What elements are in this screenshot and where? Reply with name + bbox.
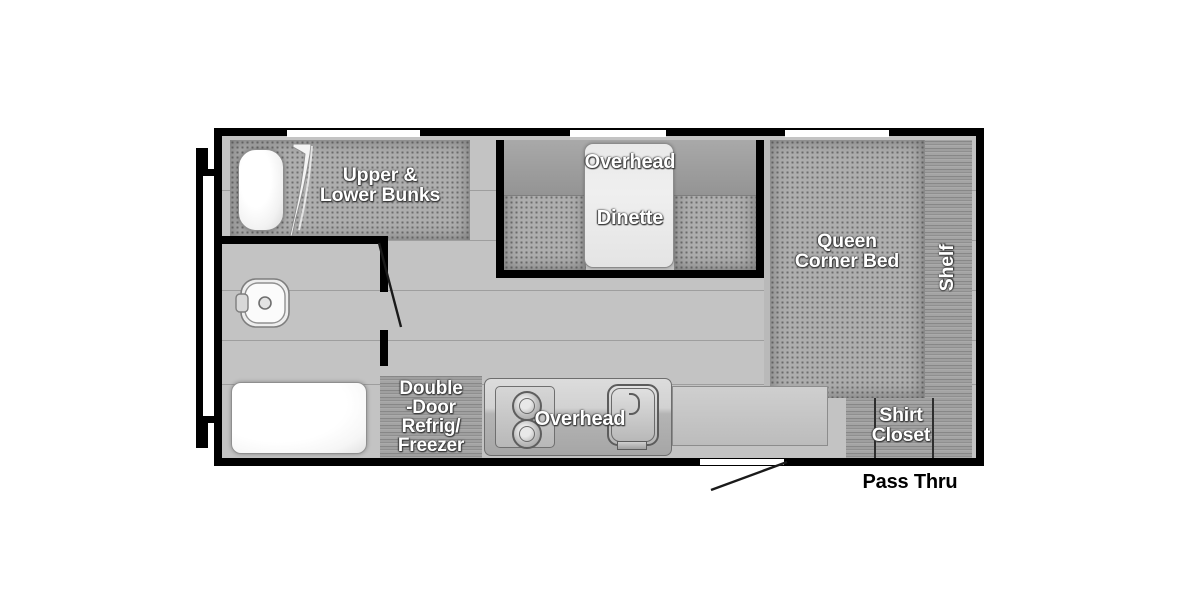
closet-divider bbox=[932, 398, 934, 458]
left-wall-cap-top bbox=[203, 169, 217, 176]
burner-icon bbox=[512, 419, 542, 449]
bathroom-wall-horizontal bbox=[222, 236, 388, 244]
dinette-wall-right bbox=[756, 140, 764, 278]
room-upper-lower-bunks[interactable] bbox=[230, 140, 470, 240]
window-bunks-icon bbox=[287, 130, 420, 137]
kitchen-area bbox=[380, 376, 672, 458]
window-dinette-icon bbox=[570, 130, 666, 137]
appliance-refrigerator[interactable] bbox=[380, 376, 482, 458]
pass-thru-opening[interactable] bbox=[700, 459, 784, 465]
cooktop-icon[interactable] bbox=[495, 386, 555, 449]
bathroom-door-swing-icon bbox=[377, 242, 404, 328]
bunk-mattress-icon bbox=[238, 149, 284, 231]
left-wall-cap-bottom bbox=[203, 416, 217, 423]
toilet-icon bbox=[235, 277, 292, 329]
bunk-ladder-icon bbox=[289, 143, 316, 237]
room-queen-corner-bed[interactable] bbox=[770, 140, 924, 398]
pass-thru-leader-line bbox=[707, 460, 788, 492]
galley-countertop[interactable] bbox=[484, 378, 672, 456]
dinette-wall-left bbox=[496, 140, 504, 278]
closet-divider bbox=[874, 398, 876, 458]
label-pass-thru: Pass Thru bbox=[862, 471, 958, 493]
faucet-icon bbox=[629, 393, 640, 415]
bed-shelf-divider bbox=[924, 140, 925, 398]
room-shirt-closet[interactable] bbox=[846, 398, 972, 458]
burner-icon bbox=[512, 391, 542, 421]
room-dinette[interactable] bbox=[496, 140, 764, 278]
galley-counter-extension bbox=[672, 386, 828, 446]
left-wall-gap bbox=[203, 176, 209, 416]
bed-left-divider bbox=[764, 140, 770, 398]
faucet-base-icon bbox=[617, 441, 647, 450]
window-bed-icon bbox=[785, 130, 889, 137]
shower-pan-icon bbox=[231, 382, 367, 454]
dinette-wall-bottom bbox=[496, 270, 764, 278]
dinette-table[interactable] bbox=[584, 143, 674, 268]
bathroom-wall-vertical-bottom bbox=[380, 330, 388, 366]
room-shelf[interactable] bbox=[925, 140, 972, 398]
